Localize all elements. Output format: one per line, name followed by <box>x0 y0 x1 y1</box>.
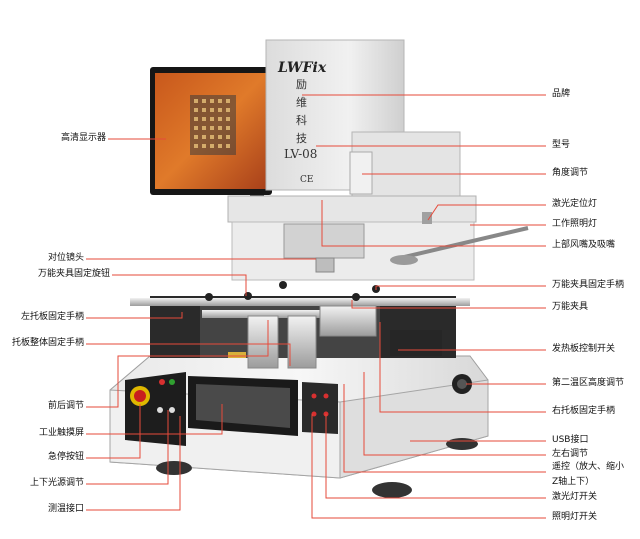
label-usb-port: USB接口 <box>552 435 589 445</box>
brand-logo: LWFix <box>277 60 327 76</box>
label-monitor: 高清显示器 <box>60 133 106 143</box>
leader-line-fixture-handle <box>375 285 546 290</box>
label-laser-switch: 激光灯开关 <box>552 492 598 502</box>
leader-line-left-right <box>363 372 546 456</box>
label-tray-fix-handle: 托板整体固定手柄 <box>11 338 84 348</box>
label-light-adjust: 上下光源调节 <box>29 478 84 488</box>
leader-line-laser-switch <box>325 414 546 499</box>
monitor <box>150 67 280 210</box>
label-emergency-stop: 急停按钮 <box>47 452 84 462</box>
label-right-bracket-handle: 右托板固定手柄 <box>552 406 616 416</box>
label-remote-z-axis: Z轴上下） <box>552 477 595 487</box>
ce-mark: CE <box>300 175 313 185</box>
label-left-right-adjust: 左右调节 <box>552 449 589 459</box>
leader-line-estop <box>86 404 141 459</box>
leader-line-fixture-knob <box>112 274 247 296</box>
leader-line-laser-light <box>427 204 546 221</box>
label-work-light: 工作照明灯 <box>552 219 598 229</box>
label-angle-adjust: 角度调节 <box>552 168 589 178</box>
label-nozzle: 上部风嘴及吸嘴 <box>552 240 616 250</box>
label-heater-switch: 发热板控制开关 <box>552 344 616 354</box>
leader-line-light-switch <box>311 414 546 519</box>
brand-char-3: 科 <box>296 113 307 127</box>
label-temp-port: 测温接口 <box>47 504 84 514</box>
label-light-switch: 照明灯开关 <box>552 512 598 522</box>
leader-line-front-back <box>86 320 269 408</box>
leader-line-tray-handle <box>86 343 291 366</box>
leader-line-remote <box>343 384 546 473</box>
label-laser-light: 激光定位灯 <box>552 199 598 209</box>
label-brand: 品牌 <box>552 89 571 99</box>
leader-line-nozzle <box>321 200 546 247</box>
brand-char-2: 维 <box>296 96 307 109</box>
label-remote-control: 遥控（放大、缩小 <box>552 462 625 472</box>
label-fixture-handle: 万能夹具固定手柄 <box>552 280 625 290</box>
label-front-back-adjust: 前后调节 <box>47 401 84 411</box>
leader-line-temp-port <box>86 416 181 511</box>
label-fixture-knob: 万能夹具固定旋钮 <box>37 269 110 279</box>
upper-tower <box>227 39 529 281</box>
label-zone2-height: 第二温区高度调节 <box>552 378 625 388</box>
machine-illustration: LWFix 励 维 科 技 LV-08 CE <box>109 39 529 498</box>
model-number: LV-08 <box>284 147 317 161</box>
label-touchscreen: 工业触摸屏 <box>38 428 84 438</box>
leader-line-light-adjust <box>86 410 169 485</box>
label-left-bracket-handle: 左托板固定手柄 <box>20 312 84 322</box>
label-camera-lens: 对位镜头 <box>47 253 84 263</box>
leader-line-fixture <box>351 300 546 309</box>
leader-line-right-bracket <box>379 322 546 413</box>
label-model: 型号 <box>552 140 571 150</box>
leader-line-left-bracket <box>86 312 183 319</box>
leader-line-touchscreen <box>86 404 223 435</box>
brand-char-1: 励 <box>296 78 307 91</box>
label-fixture: 万能夹具 <box>552 302 589 312</box>
brand-char-4: 技 <box>296 132 307 145</box>
base-body <box>109 281 489 498</box>
